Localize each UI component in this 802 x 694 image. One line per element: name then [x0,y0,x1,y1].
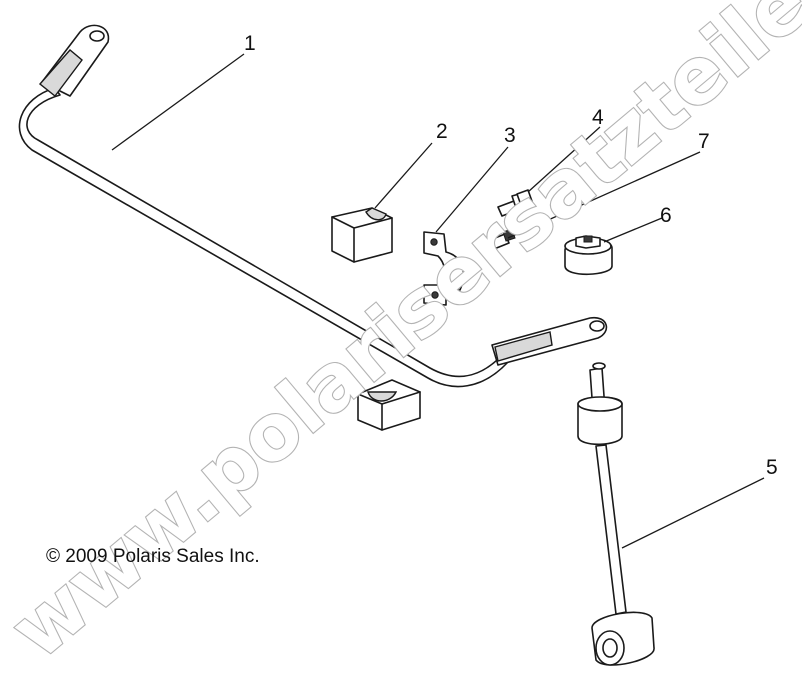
stabilizer-bar [18,24,608,388]
callouts: 1 2 3 4 5 6 7 [244,32,778,479]
stabilizer-link [577,362,655,666]
bushing-upper [331,207,393,263]
callout-6: 6 [660,204,672,227]
bolt [497,189,534,217]
callout-7: 7 [698,130,710,153]
screw [489,228,516,250]
callout-1: 1 [244,32,256,55]
copyright-text: © 2009 Polaris Sales Inc. [46,546,260,567]
callout-3: 3 [504,124,516,147]
callout-5: 5 [766,456,778,479]
callout-4: 4 [592,106,604,129]
leader-lines [111,53,765,549]
callout-2: 2 [436,120,448,143]
watermark: www.polarisersatzteile.de [0,0,802,678]
rubber-mount [564,235,613,276]
bushing-lower [357,379,421,431]
bushing-clamp [423,231,465,306]
